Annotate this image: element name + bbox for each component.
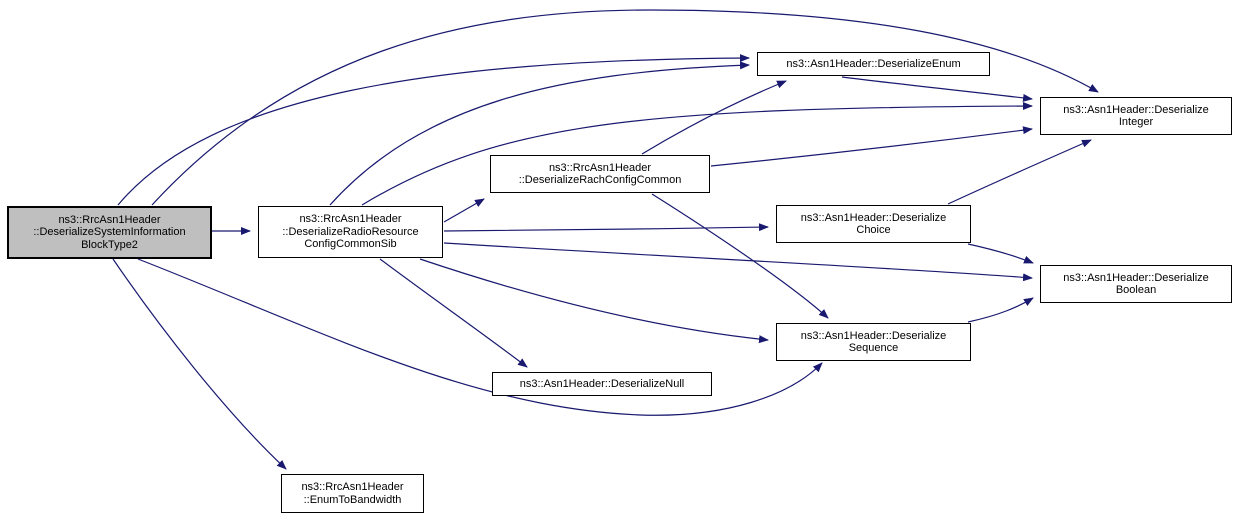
node-label-line: Boolean (1115, 284, 1157, 296)
edge-choice-to-boolean (967, 243, 1034, 264)
node-label-line: ns3::Asn1Header::DeserializeNull (519, 377, 685, 390)
node-label-line: ns3::Asn1Header::DeserializeEnum (786, 57, 961, 70)
edge-sib2-to-sequence (137, 258, 823, 416)
node-label-line: Integer (1118, 116, 1154, 128)
node-label-line: ::DeserializeRadioResource (282, 225, 419, 238)
edge-sequence-to-boolean (967, 297, 1034, 323)
node-label-line: ::EnumToBandwidth (303, 493, 402, 506)
node-label-line: ns3::Asn1Header::Deserialize (1063, 103, 1209, 116)
node-label-line: Choice (856, 224, 891, 236)
node-label-line: ::DeserializeSystemInformation (33, 226, 186, 239)
node-deserialize-enum[interactable]: ns3::Asn1Header::DeserializeEnum (757, 52, 990, 76)
node-deserialize-boolean[interactable]: ns3::Asn1Header::Deserialize Boolean (1040, 265, 1232, 303)
edge-sib2-to-integer (151, 9, 1099, 206)
node-deserialize-sequence[interactable]: ns3::Asn1Header::Deserialize Sequence (776, 323, 971, 361)
node-label-line: ns3::Asn1Header::Deserialize (800, 211, 947, 224)
edge-rach-to-enum (641, 80, 787, 155)
node-deserialize-radio-resource-config-common-sib[interactable]: ns3::RrcAsn1Header ::DeserializeRadioRes… (258, 206, 443, 258)
node-label-line: ::DeserializeRachConfigCommon (518, 174, 682, 186)
edge-sib2-to-enum (117, 54, 750, 206)
edge-choice-to-integer (947, 139, 1092, 205)
node-enum-to-bandwidth[interactable]: ns3::RrcAsn1Header ::EnumToBandwidth (281, 474, 424, 513)
node-label-line: Sequence (848, 342, 899, 354)
edge-rrcsib-to-sequence (419, 258, 769, 344)
node-label-line: ns3::RrcAsn1Header (548, 161, 652, 174)
node-label-line: ns3::Asn1Header::Deserialize (1063, 271, 1209, 284)
edge-rrcsib-to-null (379, 258, 528, 368)
node-label-line: ns3::RrcAsn1Header (58, 213, 161, 226)
edge-rach-to-sequence (651, 193, 829, 319)
node-deserialize-choice[interactable]: ns3::Asn1Header::Deserialize Choice (776, 205, 971, 243)
edge-enum-to-integer (841, 76, 1033, 102)
edge-rrcsib-to-boolean (443, 242, 1033, 282)
edge-rrcsib-to-rach (443, 198, 485, 223)
node-deserialize-null[interactable]: ns3::Asn1Header::DeserializeNull (492, 372, 712, 396)
node-deserialize-integer[interactable]: ns3::Asn1Header::Deserialize Integer (1040, 97, 1232, 135)
node-deserialize-system-information-block-type2[interactable]: ns3::RrcAsn1Header ::DeserializeSystemIn… (7, 206, 212, 259)
node-label-line: ns3::RrcAsn1Header (301, 481, 404, 493)
edge-rach-to-integer (710, 126, 1033, 167)
edge-rrcsib-to-choice (443, 223, 769, 232)
node-label-line: ConfigCommonSib (304, 238, 397, 251)
node-deserialize-rach-config-common[interactable]: ns3::RrcAsn1Header ::DeserializeRachConf… (490, 155, 710, 193)
node-label-line: BlockType2 (81, 238, 138, 251)
edge-sib2-to-enumtobandwidth (112, 258, 287, 470)
edge-rrcsib-to-enum (329, 61, 750, 206)
node-label-line: ns3::RrcAsn1Header (299, 213, 402, 226)
edge-rrcsib-to-integer (361, 102, 1033, 206)
node-label-line: ns3::Asn1Header::Deserialize (800, 329, 947, 342)
